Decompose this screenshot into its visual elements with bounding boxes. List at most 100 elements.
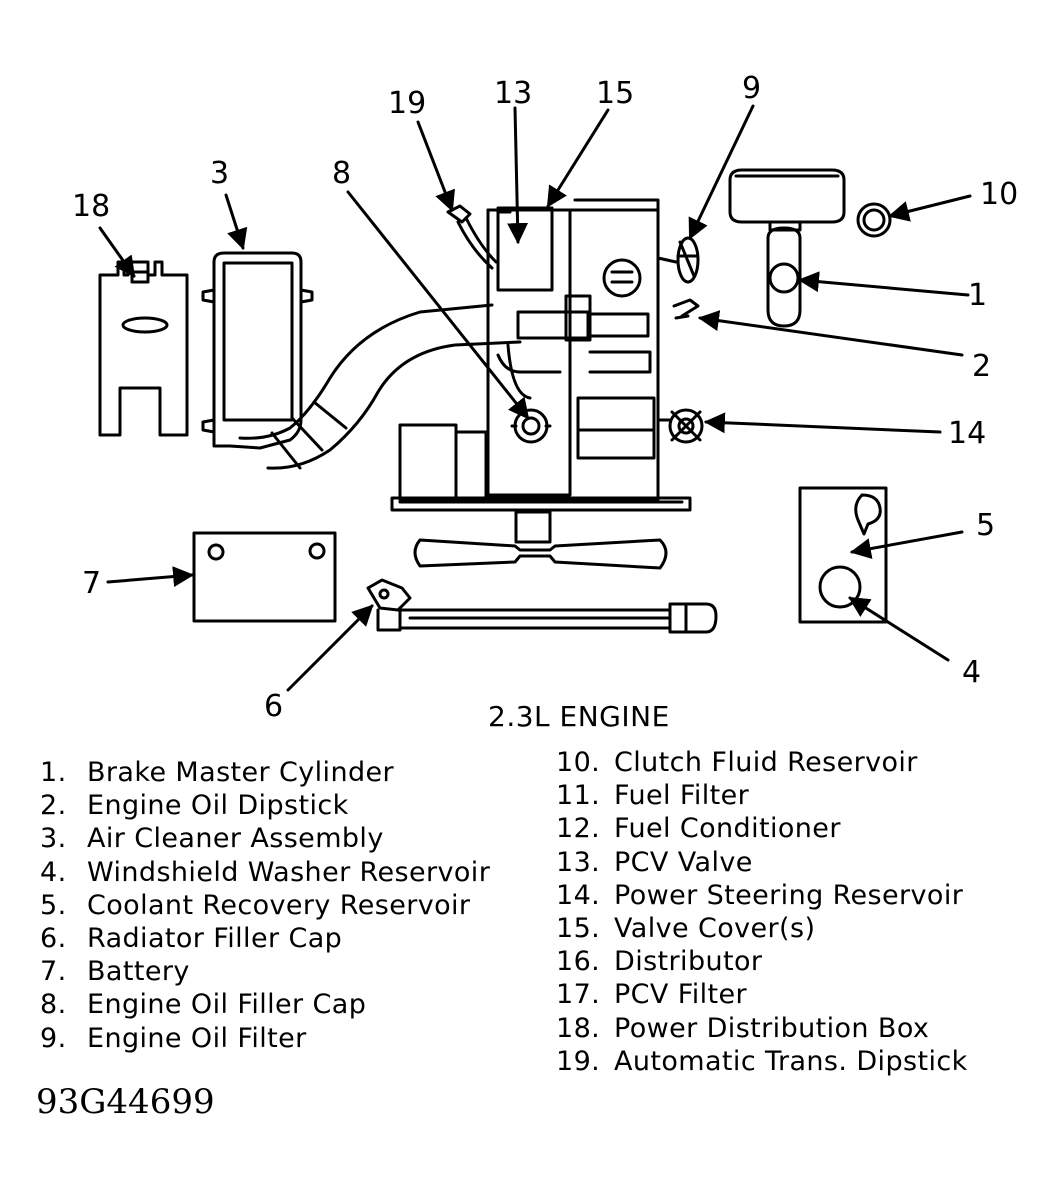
automatic-trans-dipstick <box>446 204 498 270</box>
callout-leaders <box>98 104 972 692</box>
legend-item: 2. Engine Oil Dipstick <box>40 789 490 822</box>
legend-item: 3. Air Cleaner Assembly <box>40 822 490 855</box>
leader-3 <box>224 193 248 250</box>
leader-18 <box>98 226 136 278</box>
radiator-fan <box>390 496 692 570</box>
leader-9 <box>688 104 755 240</box>
power-steering-reservoir <box>658 408 704 444</box>
legend-item-number: 6. <box>40 923 67 955</box>
clutch-fluid-reservoir <box>856 202 892 238</box>
legend-item-number: 15. <box>556 913 601 945</box>
legend-item-label: Coolant Recovery Reservoir <box>87 889 471 921</box>
callout-19: 19 <box>388 86 426 121</box>
callout-18: 18 <box>72 189 110 224</box>
intake-tube <box>238 303 522 470</box>
callout-1: 1 <box>968 278 987 313</box>
callout-5: 5 <box>976 508 995 543</box>
legend-item-label: PCV Filter <box>614 979 748 1011</box>
engine-oil-filter <box>656 236 700 284</box>
figure-code: 93G44699 <box>36 1082 215 1122</box>
legend-item-label: Fuel Conditioner <box>614 813 841 845</box>
leader-2 <box>697 310 964 357</box>
leader-8 <box>346 190 530 420</box>
legend-item-label: PCV Valve <box>614 846 753 878</box>
legend-item-number: 16. <box>556 946 601 978</box>
legend-item: 17. PCV Filter <box>556 978 968 1011</box>
callout-4: 4 <box>962 655 981 690</box>
diagram-caption: 2.3L ENGINE <box>488 700 670 733</box>
leader-5 <box>849 530 964 559</box>
legend-item-label: Fuel Filter <box>614 780 750 812</box>
legend-item-number: 4. <box>40 856 67 888</box>
pcv-valve <box>496 206 554 292</box>
callout-13: 13 <box>494 76 532 111</box>
brake-master-cylinder <box>728 168 846 328</box>
legend-item: 19. Automatic Trans. Dipstick <box>556 1045 968 1078</box>
engine-oil-filler-cap <box>510 408 552 444</box>
legend-item-label: Automatic Trans. Dipstick <box>614 1045 968 1077</box>
leader-10 <box>887 194 972 222</box>
callout-7: 7 <box>82 566 101 601</box>
legend-item-number: 8. <box>40 989 67 1021</box>
legend-item: 6. Radiator Filler Cap <box>40 922 490 955</box>
legend-item-label: Engine Oil Filler Cap <box>87 989 367 1021</box>
leader-15 <box>546 108 610 208</box>
battery <box>192 531 337 623</box>
callout-2: 2 <box>972 349 991 384</box>
engine-oil-dipstick <box>672 298 700 320</box>
leader-7 <box>106 566 195 588</box>
legend-item-label: Windshield Washer Reservoir <box>87 856 491 888</box>
legend-item: 1. Brake Master Cylinder <box>40 756 490 789</box>
legend-item-label: Air Cleaner Assembly <box>87 823 384 855</box>
air-cleaner-assembly <box>201 251 314 450</box>
legend-item-number: 13. <box>556 846 601 878</box>
legend-item-label: Brake Master Cylinder <box>87 757 395 788</box>
legend-item: 4. Windshield Washer Reservoir <box>40 856 490 889</box>
legend-item-number: 5. <box>40 889 67 921</box>
leader-19 <box>416 120 455 212</box>
callout-9: 9 <box>742 71 761 106</box>
legend-item-number: 9. <box>40 1022 67 1054</box>
leader-1 <box>797 271 970 297</box>
legend-item-label: Clutch Fluid Reservoir <box>614 747 918 778</box>
callout-3: 3 <box>210 156 229 191</box>
legend-item: 16. Distributor <box>556 945 968 978</box>
legend-item-label: Distributor <box>614 946 763 978</box>
legend-item: 8. Engine Oil Filler Cap <box>40 988 490 1021</box>
callout-numbers: 1 2 3 4 5 6 7 8 9 10 13 14 15 18 19 <box>72 71 1018 720</box>
legend-item: 18.Power Distribution Box <box>556 1012 968 1045</box>
legend-item-label: Battery <box>87 956 190 988</box>
legend-item-label: Radiator Filler Cap <box>87 923 343 955</box>
legend-item-number: 19. <box>556 1045 601 1077</box>
leader-14 <box>703 412 942 434</box>
callout-14: 14 <box>948 416 986 451</box>
legend-item: 14. Power Steering Reservoir <box>556 879 968 912</box>
legend-item-number: 2. <box>40 790 67 822</box>
legend-item-label: Engine Oil Filter <box>87 1022 307 1054</box>
legend-item-label: Power Steering Reservoir <box>614 879 964 911</box>
legend-item: 7. Battery <box>40 955 490 988</box>
legend-left: 1. Brake Master Cylinder 2. Engine Oil Dip… <box>40 756 490 1055</box>
callout-8: 8 <box>332 156 351 191</box>
leader-13 <box>507 106 529 245</box>
legend-item-label: Valve Cover(s) <box>614 913 816 945</box>
legend-item-number: 3. <box>40 823 67 855</box>
legend-item-number: 14. <box>556 879 601 911</box>
legend-item: 10. Clutch Fluid Reservoir <box>556 746 968 779</box>
legend-item-number: 11. <box>556 780 601 812</box>
legend-item-number: 17. <box>556 979 601 1011</box>
engine-block <box>398 198 660 502</box>
legend-item: 5. Coolant Recovery Reservoir <box>40 889 490 922</box>
radiator-filler-cap <box>366 578 718 634</box>
legend-item-number: 7. <box>40 956 67 988</box>
legend-right: 10. Clutch Fluid Reservoir 11. Fuel Filter… <box>556 746 968 1078</box>
legend-item: 12.Fuel Conditioner <box>556 812 968 845</box>
power-distribution-box <box>98 260 189 437</box>
legend-item-number: 18. <box>556 1012 601 1044</box>
legend-item-label: Engine Oil Dipstick <box>87 790 349 822</box>
leader-4 <box>848 596 950 662</box>
legend-item-number: 1. <box>40 757 67 788</box>
callout-10: 10 <box>980 177 1018 212</box>
legend-item: 9. Engine Oil Filter <box>40 1022 490 1055</box>
legend-item-number: 10. <box>556 747 601 778</box>
